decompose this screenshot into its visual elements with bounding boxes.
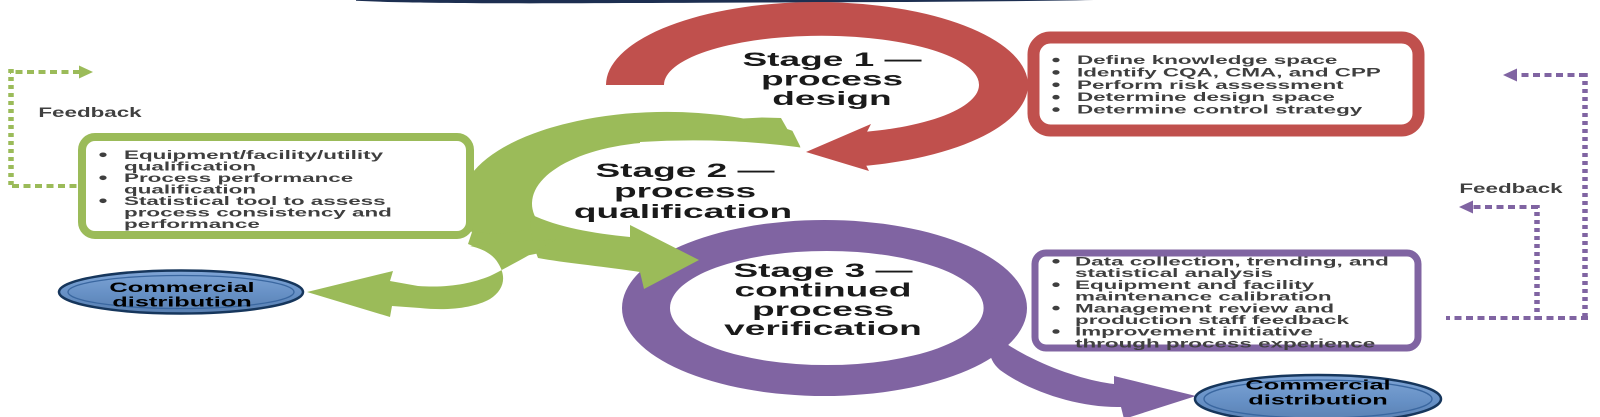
- svg-text:process: process: [761, 69, 903, 90]
- svg-text:Stage 2 —: Stage 2 —: [595, 160, 775, 181]
- svg-text:Define knowledge space: Define knowledge space: [1077, 54, 1337, 67]
- svg-text:verification: verification: [724, 318, 922, 339]
- svg-text:Data collection, trending, and: Data collection, trending, and: [1075, 255, 1389, 268]
- svg-text:Perform risk assessment: Perform risk assessment: [1077, 78, 1344, 91]
- svg-text:maintenance calibration: maintenance calibration: [1075, 290, 1332, 303]
- svg-text:Commercial: Commercial: [109, 281, 254, 296]
- svg-text:qualification: qualification: [124, 160, 256, 173]
- svg-text:performance: performance: [124, 218, 260, 231]
- svg-text:Management review and: Management review and: [1075, 302, 1334, 315]
- svg-text:Determine control strategy: Determine control strategy: [1077, 103, 1362, 116]
- svg-text:Commercial: Commercial: [1245, 378, 1390, 393]
- svg-text:distribution: distribution: [1248, 393, 1387, 408]
- svg-text:process: process: [752, 299, 894, 320]
- svg-text:through process experience: through process experience: [1075, 337, 1375, 350]
- svg-text:Stage 1 —: Stage 1 —: [742, 49, 922, 70]
- svg-text:Process performance: Process performance: [124, 172, 353, 185]
- svg-text:production staff feedback: production staff feedback: [1075, 314, 1349, 327]
- svg-text:Feedback: Feedback: [38, 104, 142, 120]
- svg-text:distribution: distribution: [112, 295, 251, 310]
- svg-text:Identify CQA, CMA, and CPP: Identify CQA, CMA, and CPP: [1077, 66, 1381, 79]
- svg-text:Improvement initiative: Improvement initiative: [1075, 325, 1313, 338]
- svg-text:process consistency and: process consistency and: [124, 206, 392, 219]
- svg-text:qualification: qualification: [574, 201, 792, 222]
- svg-text:Equipment/facility/utility: Equipment/facility/utility: [124, 149, 383, 162]
- svg-text:qualification: qualification: [124, 183, 256, 196]
- svg-text:continued: continued: [735, 280, 912, 301]
- svg-text:Determine design space: Determine design space: [1077, 91, 1335, 104]
- svg-text:Stage 3 —: Stage 3 —: [733, 260, 913, 281]
- svg-text:Statistical tool to assess: Statistical tool to assess: [124, 195, 386, 208]
- svg-text:statistical analysis: statistical analysis: [1075, 267, 1273, 280]
- svg-text:Equipment and facility: Equipment and facility: [1075, 279, 1314, 292]
- svg-text:process: process: [614, 181, 756, 202]
- svg-text:design: design: [772, 88, 891, 109]
- svg-text:Feedback: Feedback: [1459, 180, 1563, 196]
